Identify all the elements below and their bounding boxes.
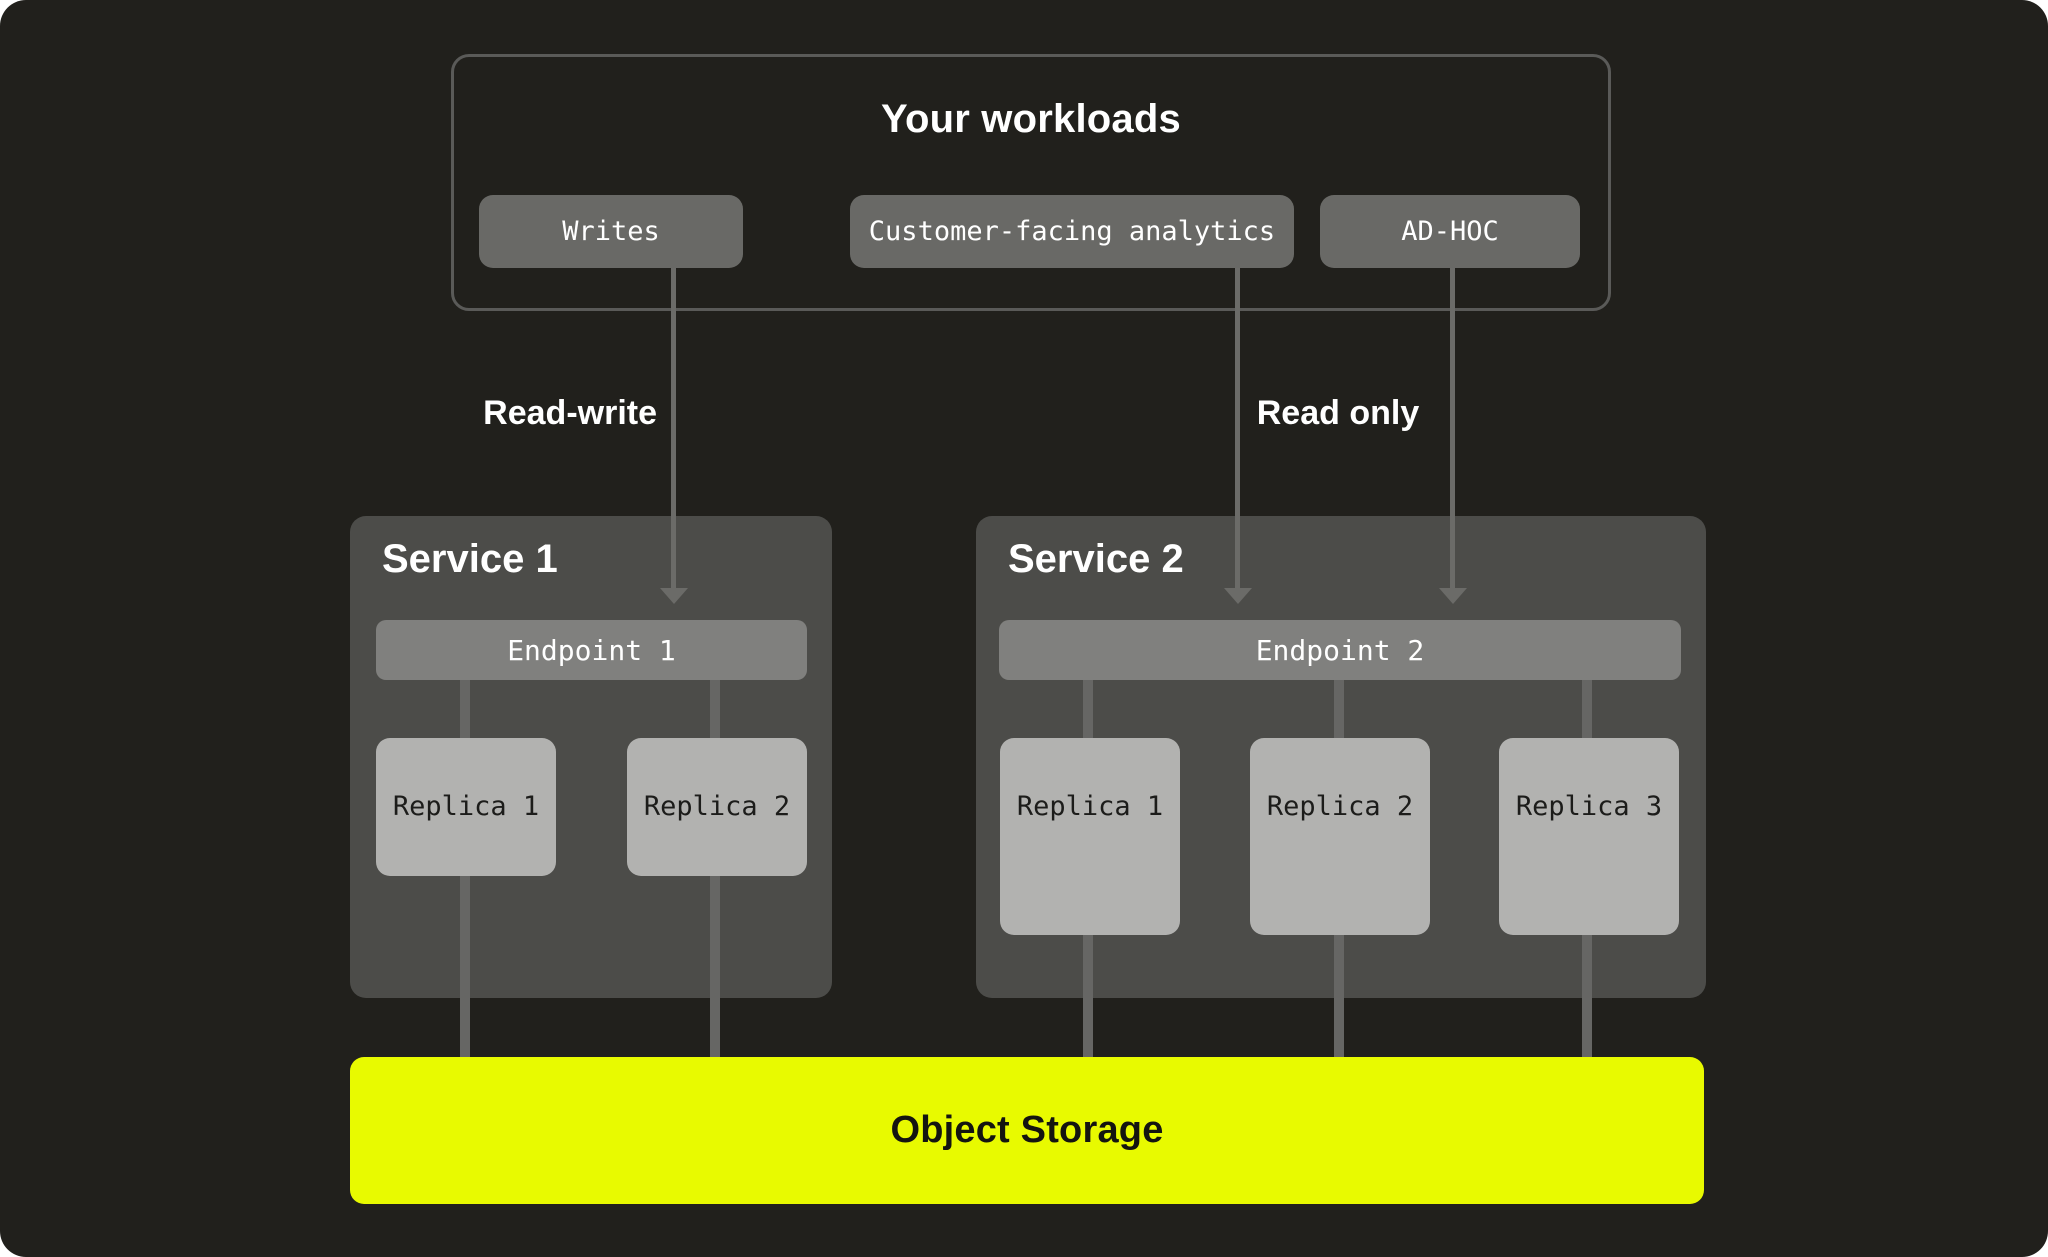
workload-node-label: AD-HOC (1401, 216, 1499, 247)
service-1-replica-2: Replica 2 (627, 738, 807, 876)
arrow-analytics-to-endpoint2 (1235, 268, 1240, 588)
replica-label: Replica 1 (1016, 791, 1164, 822)
endpoint-1-node: Endpoint 1 (376, 620, 807, 680)
down-arrowhead-icon (1439, 588, 1467, 604)
edge-label-read-write: Read-write (483, 394, 657, 432)
replica-label: Replica 3 (1515, 791, 1663, 822)
workloads-title: Your workloads (881, 97, 1181, 141)
endpoint-2-node: Endpoint 2 (999, 620, 1681, 680)
service-2-title: Service 2 (1008, 537, 1184, 581)
endpoint-label: Endpoint 2 (1255, 633, 1425, 667)
service-2-replica-3: Replica 3 (1499, 738, 1679, 935)
replica-label: Replica 1 (392, 791, 540, 822)
service-1-title: Service 1 (382, 537, 558, 581)
endpoint-label: Endpoint 1 (507, 633, 676, 667)
service-2-replica-1: Replica 1 (1000, 738, 1180, 935)
service-2-replica-2: Replica 2 (1250, 738, 1430, 935)
service-1-replica-1: Replica 1 (376, 738, 556, 876)
down-arrowhead-icon (660, 588, 688, 604)
workload-node-writes: Writes (479, 195, 743, 268)
workload-node-customer-facing-analytics: Customer-facing analytics (850, 195, 1294, 268)
arrow-adhoc-to-endpoint2 (1450, 268, 1455, 588)
replica-label: Replica 2 (643, 791, 791, 822)
workload-node-label: Customer-facing analytics (868, 216, 1276, 247)
arrow-writes-to-endpoint1 (671, 268, 676, 588)
workload-node-label: Writes (562, 216, 660, 247)
workload-node-ad-hoc: AD-HOC (1320, 195, 1580, 268)
edge-label-read-only: Read only (1256, 394, 1420, 432)
object-storage-node: Object Storage (350, 1057, 1704, 1204)
workloads-container (451, 54, 1611, 311)
object-storage-label: Object Storage (890, 1109, 1164, 1151)
down-arrowhead-icon (1224, 588, 1252, 604)
replica-label: Replica 2 (1266, 791, 1414, 822)
